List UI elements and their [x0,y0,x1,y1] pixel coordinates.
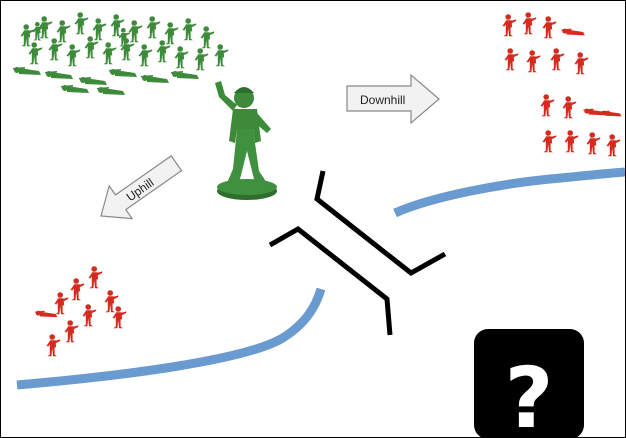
red-soldier-group-top-right [502,12,622,157]
question-mark-glyph: ? [505,349,554,437]
question-icon: ? [474,329,584,437]
downhill-label: Downhill [360,93,405,107]
red-soldier-group-left [35,266,127,357]
green-soldier-crowd [13,12,229,95]
bridge-symbol-icon [268,170,447,336]
river-left-bank [16,287,326,390]
uphill-arrow: Uphill [100,155,183,220]
soldier-figure-icon [215,81,277,200]
downhill-arrow: Downhill [346,73,440,125]
river-right-bank [393,167,625,218]
